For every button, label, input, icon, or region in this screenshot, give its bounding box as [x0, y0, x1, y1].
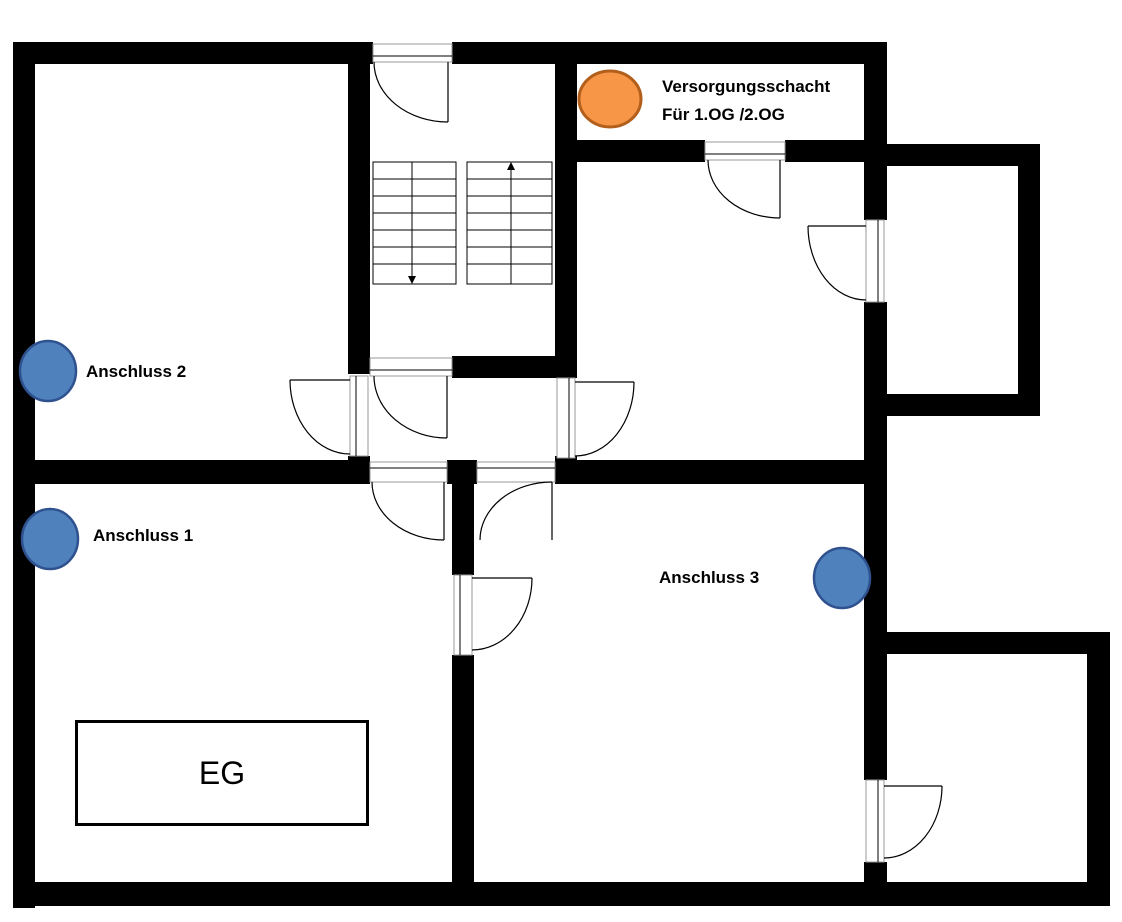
door-room-anschluss-1 [369, 461, 448, 541]
door-hall-right [556, 377, 635, 459]
supply-shaft-marker [577, 69, 643, 129]
lower-divider-lower [452, 655, 474, 906]
floor-label-box: EG [75, 720, 369, 826]
annex-wall-top [864, 144, 1040, 166]
stair-flight-down [372, 161, 457, 285]
connection-2-label: Anschluss 2 [86, 362, 187, 381]
floor-label: EG [198, 754, 246, 791]
connection-1-label: Anschluss 1 [93, 526, 194, 545]
door-lower-right-room [865, 779, 943, 863]
door-shaft-room [704, 141, 786, 219]
stair-wall-right [555, 42, 577, 378]
lower-room-wall-top [864, 632, 1110, 654]
stair-wall-left [348, 42, 370, 374]
door-annex [807, 219, 885, 303]
supply-shaft-label-line2: Für 1.OG /2.OG [662, 105, 785, 124]
middle-wall-left [13, 460, 370, 484]
outer-wall-top-left [13, 42, 373, 64]
door-hall-left [289, 375, 369, 457]
lower-room-wall-right [1087, 632, 1110, 906]
annex-wall-bottom [864, 394, 1040, 416]
lower-divider-upper [452, 460, 474, 575]
shaft-wall-bottom-left [555, 140, 705, 162]
door-stair-bottom [369, 357, 453, 439]
stair-up-arrow-icon [507, 162, 515, 170]
right-wall-upper [864, 42, 887, 220]
connection-2-marker [18, 339, 78, 403]
shaft-wall-bottom-right [785, 140, 887, 162]
stair-flight-up [466, 161, 553, 285]
supply-shaft-label-line1: Versorgungsschacht [662, 77, 831, 96]
middle-wall-right [555, 460, 887, 484]
door-stair-top [372, 43, 453, 123]
walls [13, 42, 1110, 908]
annex-wall-right [1018, 144, 1040, 416]
stair-wall-bottom [452, 356, 577, 378]
doors [289, 43, 943, 863]
stair-down-arrow-icon [408, 276, 416, 284]
right-wall-lower-b [864, 862, 887, 906]
outer-wall-top-right [452, 42, 887, 64]
staircase [372, 161, 553, 285]
connection-3-label: Anschluss 3 [659, 568, 760, 587]
door-lower-divider [453, 574, 533, 656]
outer-wall-bottom [13, 882, 1110, 906]
connection-1-marker [20, 507, 80, 571]
connection-3-marker [812, 546, 872, 610]
door-room-anschluss-3-top [476, 461, 556, 541]
right-wall-lower-a [864, 632, 887, 780]
